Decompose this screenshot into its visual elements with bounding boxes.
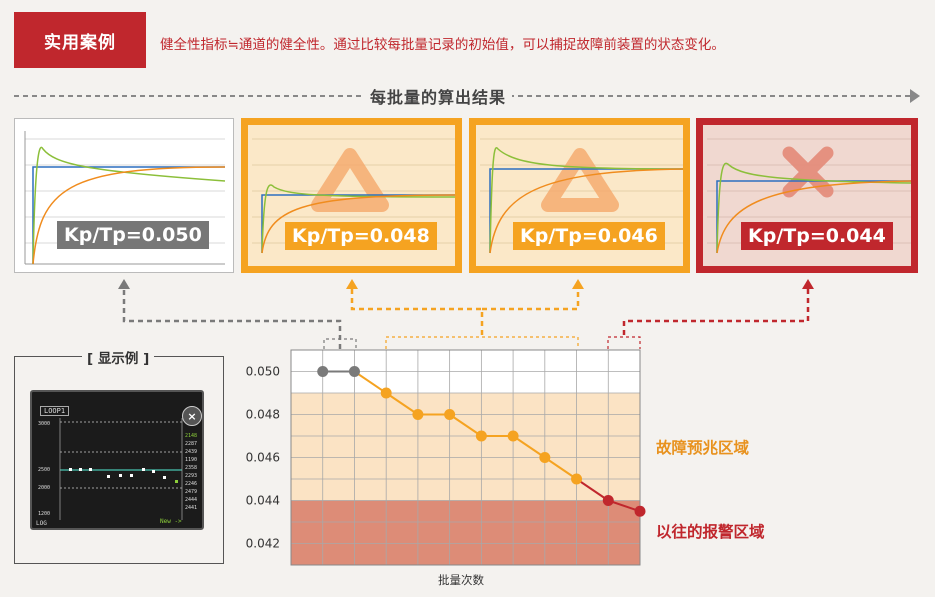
kp-label: Kp/Tp=0.050 <box>57 221 209 249</box>
log-label[interactable]: LOG <box>36 520 47 527</box>
series-line-segment <box>607 499 641 513</box>
kp-tp-trend-chart: 0.050 0.048 0.046 0.044 0.042 <box>246 349 646 566</box>
series-line-segment <box>544 456 578 480</box>
zone-past <box>291 500 640 565</box>
y-tick-label: 0.048 <box>246 408 280 422</box>
y-tick: 1200 <box>38 511 51 517</box>
fault-zone-label: 故障预兆区域 <box>656 439 750 457</box>
data-point <box>475 430 487 442</box>
value: 2444 <box>185 497 198 503</box>
series-line-segment <box>385 392 419 416</box>
device-screen: LOOP1 × 3000 2500 2000 1200 2148 2287 24… <box>30 390 204 530</box>
step-response-plot <box>24 131 226 265</box>
value: 2148 <box>185 433 198 439</box>
y-tick: 2000 <box>38 485 51 491</box>
data-point <box>444 409 456 420</box>
new-button[interactable]: New -> <box>160 518 182 525</box>
y-tick: 3000 <box>38 421 51 427</box>
result-panel-3: Kp/Tp=0.046 <box>469 118 690 273</box>
y-tick-label: 0.042 <box>246 537 280 551</box>
data-point <box>571 473 583 485</box>
data-point <box>380 387 392 399</box>
close-icon[interactable]: × <box>182 406 202 426</box>
value: 2287 <box>185 441 198 447</box>
step-response-plot <box>480 138 683 254</box>
data-point <box>602 495 614 506</box>
data-point <box>507 430 519 442</box>
data-point <box>634 505 646 517</box>
series-line-segment <box>449 413 482 437</box>
series-line-segment <box>512 435 546 459</box>
connector-arrows <box>118 279 814 349</box>
result-panel-2: Kp/Tp=0.048 <box>241 118 462 273</box>
y-tick-label: 0.044 <box>246 494 280 508</box>
arrow-up-icon <box>346 279 358 289</box>
section-arrow-icon <box>910 89 920 103</box>
trend-plot <box>59 418 183 520</box>
cross-icon <box>782 146 834 198</box>
warning-triangle-icon <box>541 148 619 212</box>
result-panel-1: Kp/Tp=0.050 <box>14 118 234 273</box>
value: 2358 <box>185 465 198 471</box>
value: 2293 <box>185 473 198 479</box>
value-column: 2148 2287 2439 1190 2358 2293 2246 2479 … <box>185 432 197 512</box>
kp-label: Kp/Tp=0.048 <box>285 222 437 250</box>
case-badge: 实用案例 <box>14 12 146 68</box>
kp-label: Kp/Tp=0.044 <box>741 222 893 250</box>
arrow-up-icon <box>572 279 584 289</box>
y-tick-label: 0.050 <box>246 365 280 379</box>
y-tick: 2500 <box>38 467 51 473</box>
display-example-title: [ 显示例 ] <box>82 347 155 367</box>
value: 2479 <box>185 489 198 495</box>
data-point <box>348 366 360 377</box>
value: 2246 <box>185 481 198 487</box>
warning-triangle-icon <box>311 148 389 212</box>
value: 2441 <box>185 505 198 511</box>
loop-tag: LOOP1 <box>40 406 70 416</box>
arrow-up-icon <box>802 279 814 289</box>
result-panel-4: Kp/Tp=0.044 <box>696 118 918 273</box>
x-axis-label: 批量次数 <box>438 573 484 587</box>
arrow-up-icon <box>118 279 130 289</box>
y-tick-label: 0.046 <box>246 451 280 465</box>
plot-frame <box>290 349 641 566</box>
series-line-segment <box>575 478 609 502</box>
section-title: 每批量的算出结果 <box>364 84 513 108</box>
value: 1190 <box>185 457 198 463</box>
step-response-plot <box>707 138 911 254</box>
data-point <box>539 452 551 463</box>
zone-fault <box>291 393 640 501</box>
series-line-segment <box>353 370 387 394</box>
header-description: 健全性指标≒通道的健全性。通过比较每批量记录的初始值，可以捕捉故障前装置的状态变… <box>160 37 725 53</box>
past-alarm-zone-label: 以往的报警区域 <box>656 523 765 541</box>
data-point <box>317 366 329 377</box>
kp-label: Kp/Tp=0.046 <box>513 222 665 250</box>
data-point <box>412 409 424 420</box>
value: 2439 <box>185 449 198 455</box>
